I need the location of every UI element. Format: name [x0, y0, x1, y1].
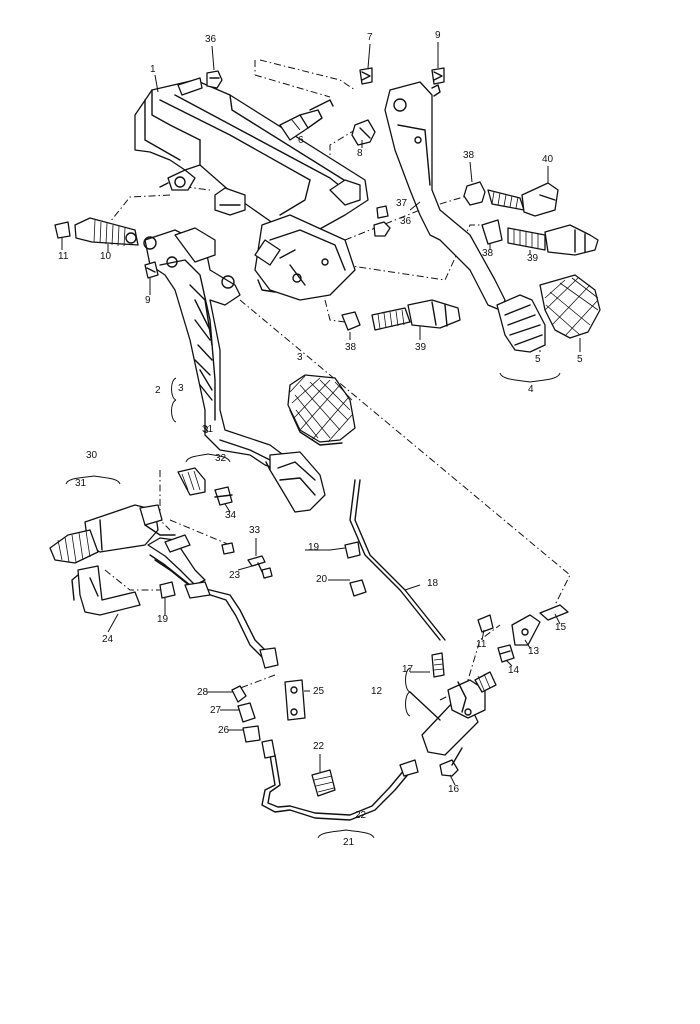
clutch-pedal-pad	[287, 374, 356, 446]
label-22b: 22	[355, 810, 367, 821]
bleed-fittings	[177, 467, 233, 506]
label-14: 14	[508, 665, 520, 676]
clutch-pedal	[143, 227, 326, 513]
label-23: 23	[229, 570, 241, 581]
label-3c: 3	[203, 425, 209, 436]
label-6: 6	[298, 135, 304, 146]
label-18: 18	[427, 578, 439, 589]
clutch-slave-cylinder	[421, 671, 497, 756]
label-38b: 38	[482, 248, 494, 259]
label-27: 27	[210, 705, 222, 716]
label-21: 21	[343, 837, 355, 848]
label-30: 30	[86, 450, 98, 461]
label-37: 37	[396, 198, 408, 209]
label-9a: 9	[435, 30, 441, 41]
label-3b: 3	[178, 383, 184, 394]
label-9b: 9	[145, 295, 151, 306]
label-5b: 5	[577, 354, 583, 365]
label-39a: 39	[527, 253, 539, 264]
pedal-bracket	[134, 77, 369, 301]
clutch-master-cylinder	[49, 504, 176, 616]
label-leaders	[61, 42, 581, 786]
label-13: 13	[528, 646, 540, 657]
label-32: 32	[215, 453, 227, 464]
brake-pedal	[384, 81, 601, 353]
label-11b: 11	[476, 639, 487, 650]
label-20: 20	[316, 574, 328, 585]
label-33: 33	[249, 525, 261, 536]
label-31b: 31	[202, 424, 214, 435]
label-11a: 11	[58, 251, 69, 262]
label-25: 25	[313, 686, 325, 697]
label-24: 24	[102, 634, 114, 645]
label-2: 2	[155, 385, 161, 396]
label-31a: 31	[75, 478, 87, 489]
label-7: 7	[367, 32, 373, 43]
label-1: 1	[150, 64, 156, 75]
label-8: 8	[357, 148, 363, 159]
fasteners	[54, 67, 569, 777]
label-15: 15	[555, 622, 567, 633]
label-16: 16	[448, 784, 460, 795]
label-3a: 3	[297, 352, 303, 363]
label-39b: 39	[415, 342, 427, 353]
fluid-line	[344, 479, 446, 678]
label-36a: 36	[205, 34, 217, 45]
group-braces	[65, 372, 561, 839]
label-12: 12	[371, 686, 383, 697]
label-38c: 38	[345, 342, 357, 353]
brake-light-switches	[341, 181, 599, 331]
clutch-pressure-pipe	[261, 739, 419, 821]
label-5a: 5	[535, 354, 541, 365]
label-17: 17	[402, 664, 414, 675]
small-seals	[231, 679, 306, 743]
label-40: 40	[542, 154, 554, 165]
label-22a: 22	[313, 741, 325, 752]
label-36b: 36	[400, 216, 412, 227]
label-10: 10	[100, 251, 112, 262]
label-34: 34	[225, 510, 237, 521]
label-26: 26	[218, 725, 230, 736]
label-38a: 38	[463, 150, 475, 161]
part-number-labels: 1 2 3 3 3 4 5 5 6 7 8 9 9 10 11 11 12 13…	[58, 30, 583, 848]
clutch-supply-pipe	[147, 534, 279, 669]
label-28: 28	[197, 687, 209, 698]
label-19a: 19	[308, 542, 320, 553]
label-19b: 19	[157, 614, 169, 625]
label-4: 4	[528, 384, 534, 395]
